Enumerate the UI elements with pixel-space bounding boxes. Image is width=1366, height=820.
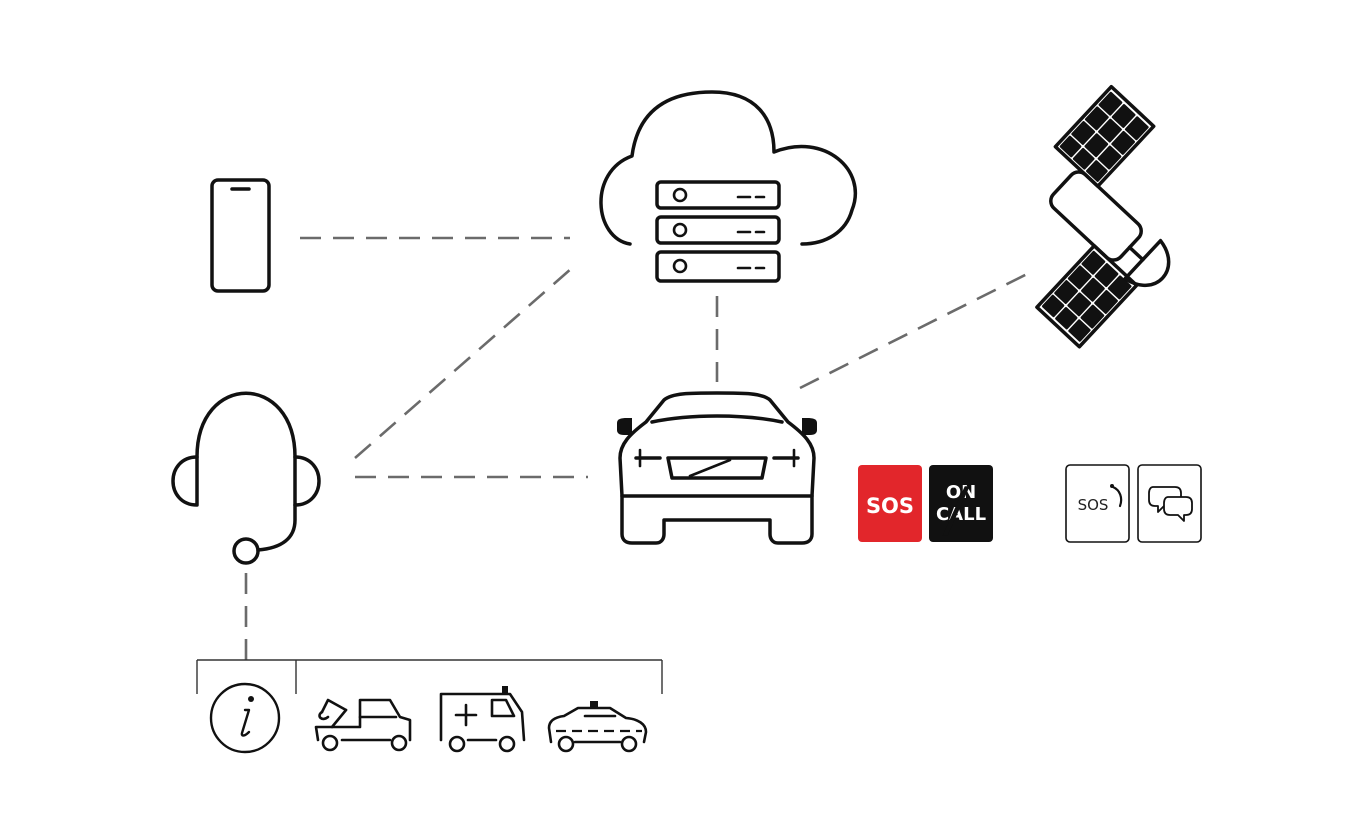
headset-icon bbox=[171, 391, 321, 565]
info-icon bbox=[209, 682, 281, 754]
services-bracket bbox=[196, 659, 663, 694]
car-icon bbox=[617, 391, 817, 545]
police-car-icon bbox=[547, 701, 648, 753]
sos-button-label: SOS bbox=[866, 494, 914, 518]
on-call-label-line2: CALL bbox=[936, 504, 986, 525]
satellite-icon bbox=[1035, 84, 1171, 349]
connection-headset-cloud bbox=[354, 267, 573, 459]
sos-alt-button[interactable]: SOS bbox=[1065, 464, 1130, 543]
tow-truck-icon bbox=[314, 698, 412, 752]
smartphone-icon bbox=[210, 178, 271, 293]
phone-handset-icon bbox=[1111, 485, 1123, 508]
connection-satellite-car bbox=[799, 268, 1036, 390]
on-call-label-line1: ON bbox=[946, 482, 976, 503]
ambulance-icon bbox=[439, 686, 526, 753]
chat-bubbles-icon bbox=[1148, 486, 1193, 522]
connection-lines bbox=[244, 236, 1036, 660]
on-call-button[interactable]: ON CALL bbox=[929, 465, 993, 542]
chat-button[interactable] bbox=[1137, 464, 1202, 543]
cloud-server-icon bbox=[599, 90, 858, 283]
sos-alt-button-label: SOS bbox=[1078, 496, 1109, 514]
sos-button[interactable]: SOS bbox=[858, 465, 922, 542]
